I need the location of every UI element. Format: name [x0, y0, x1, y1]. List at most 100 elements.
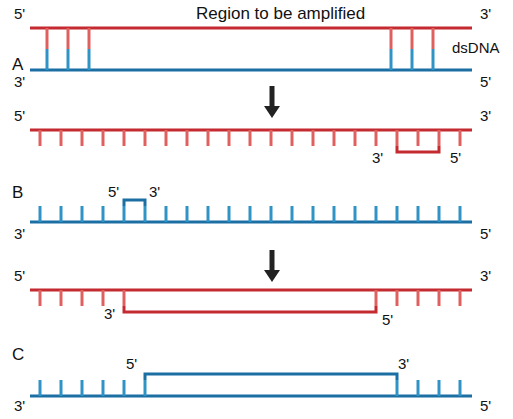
- base-tick: [291, 130, 294, 146]
- base-tick: [417, 380, 420, 396]
- dna-strand: [30, 69, 472, 72]
- primer-end-label: 3': [398, 356, 409, 373]
- base-tick: [144, 380, 147, 396]
- base-tick: [354, 130, 357, 146]
- base-tick: [144, 130, 147, 146]
- base-tick: [333, 130, 336, 146]
- base-tick: [417, 130, 420, 146]
- base-tick: [207, 130, 210, 146]
- base-tick: [39, 130, 42, 146]
- base-tick: [390, 28, 393, 49]
- base-tick: [165, 130, 168, 146]
- base-tick: [438, 206, 441, 222]
- primer-end-label: 3': [149, 184, 160, 201]
- strand-end-label: 3': [14, 74, 25, 91]
- dna-strand: [30, 395, 472, 398]
- base-tick: [228, 130, 231, 146]
- base-tick: [459, 206, 462, 222]
- base-tick: [46, 28, 49, 49]
- base-tick: [375, 290, 378, 306]
- base-tick: [396, 130, 399, 146]
- base-tick: [102, 206, 105, 222]
- base-tick: [81, 290, 84, 306]
- base-tick: [270, 130, 273, 146]
- base-tick: [354, 206, 357, 222]
- base-tick: [60, 290, 63, 306]
- base-tick: [390, 49, 393, 70]
- region-label: Region to be amplified: [196, 5, 365, 24]
- base-tick: [39, 290, 42, 306]
- base-tick: [60, 206, 63, 222]
- step-arrow: [270, 250, 275, 272]
- base-tick: [60, 130, 63, 146]
- primer-end-label: 5': [382, 312, 393, 329]
- strand-end-label: 3': [480, 6, 491, 23]
- base-tick: [39, 380, 42, 396]
- base-tick: [438, 130, 441, 146]
- strand-end-label: 3': [480, 268, 491, 285]
- strand-end-label: 5': [14, 268, 25, 285]
- base-tick: [333, 206, 336, 222]
- step-letter: B: [12, 184, 23, 203]
- base-tick: [81, 380, 84, 396]
- base-tick: [67, 49, 70, 70]
- step-letter: A: [12, 56, 23, 75]
- primer-end-label: 3': [104, 306, 115, 323]
- base-tick: [46, 49, 49, 70]
- step-arrow-head: [264, 106, 280, 118]
- strand-end-label: 3': [14, 226, 25, 243]
- base-tick: [432, 49, 435, 70]
- base-tick: [67, 28, 70, 49]
- base-tick: [39, 206, 42, 222]
- primer-end-label: 5': [450, 150, 461, 167]
- primer-end-label: 5': [126, 356, 137, 373]
- base-tick: [123, 206, 126, 222]
- base-tick: [186, 130, 189, 146]
- base-tick: [165, 206, 168, 222]
- step-letter: C: [12, 346, 24, 365]
- base-tick: [249, 206, 252, 222]
- base-tick: [81, 206, 84, 222]
- base-tick: [102, 380, 105, 396]
- base-tick: [411, 49, 414, 70]
- step-arrow: [270, 86, 275, 108]
- base-tick: [396, 206, 399, 222]
- base-tick: [459, 290, 462, 306]
- base-tick: [459, 130, 462, 146]
- base-tick: [417, 290, 420, 306]
- primer-strand: [124, 200, 145, 206]
- strand-end-label: 3': [480, 108, 491, 125]
- base-tick: [396, 290, 399, 306]
- base-tick: [60, 380, 63, 396]
- step-arrow-head: [264, 270, 280, 282]
- base-tick: [291, 206, 294, 222]
- base-tick: [312, 130, 315, 146]
- primer-end-label: 3': [372, 150, 383, 167]
- base-tick: [459, 380, 462, 396]
- strand-end-label: 5': [480, 74, 491, 91]
- base-tick: [207, 206, 210, 222]
- base-tick: [102, 130, 105, 146]
- base-tick: [396, 380, 399, 396]
- base-tick: [375, 130, 378, 146]
- base-tick: [123, 130, 126, 146]
- strand-end-label: 3': [14, 398, 25, 415]
- strand-end-label: 5': [480, 398, 491, 415]
- dna-strand: [30, 289, 472, 292]
- strand-end-label: 5': [14, 6, 25, 23]
- primer-strand: [145, 374, 397, 380]
- primer-strand: [124, 306, 376, 312]
- base-tick: [88, 28, 91, 49]
- base-tick: [186, 206, 189, 222]
- base-tick: [144, 206, 147, 222]
- primer-strand: [397, 146, 439, 152]
- base-tick: [411, 28, 414, 49]
- dsdna-label: dsDNA: [452, 40, 500, 57]
- base-tick: [438, 290, 441, 306]
- primer-end-label: 5': [108, 184, 119, 201]
- base-tick: [88, 49, 91, 70]
- base-tick: [270, 206, 273, 222]
- base-tick: [228, 206, 231, 222]
- base-tick: [312, 206, 315, 222]
